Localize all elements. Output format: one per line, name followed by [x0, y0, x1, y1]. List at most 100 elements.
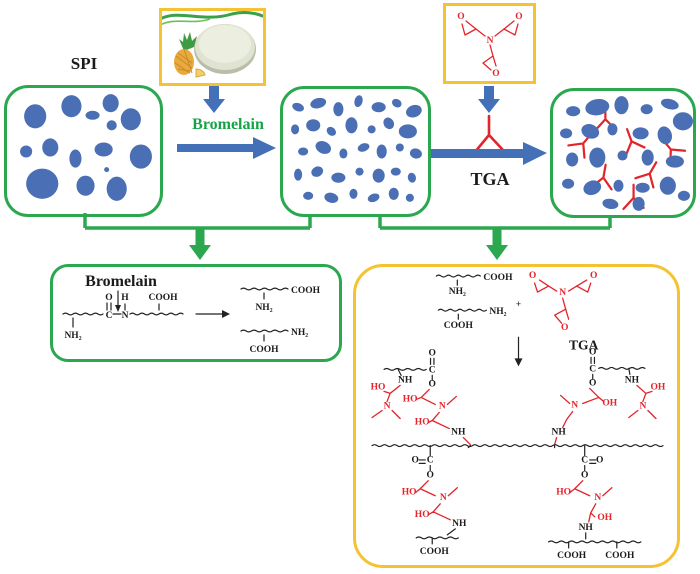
protein-particle — [376, 144, 387, 159]
bromelain-photo-box — [159, 8, 266, 86]
protein-particle — [349, 188, 358, 199]
svg-text:O: O — [427, 471, 434, 481]
svg-text:COOH: COOH — [557, 551, 587, 561]
right-arrow-icon — [431, 142, 547, 165]
crosslinked-particle-box — [550, 88, 696, 218]
protein-particle — [306, 119, 321, 132]
svg-text:+: + — [516, 300, 521, 310]
connector-lines — [83, 213, 612, 260]
protein-particle — [641, 149, 654, 166]
svg-text:O: O — [590, 271, 597, 281]
svg-text:N: N — [571, 400, 578, 410]
hydrolyzed-particles-icon — [291, 95, 422, 204]
protein-particle — [292, 102, 304, 112]
svg-text:O: O — [429, 348, 436, 358]
protein-particle — [409, 148, 422, 159]
protein-particle — [566, 106, 581, 117]
protein-particle — [617, 150, 628, 161]
spi-label: SPI — [70, 54, 98, 73]
protein-particle — [324, 192, 339, 204]
protein-particle — [367, 125, 376, 134]
crosslinked-particles-icon — [560, 96, 693, 211]
protein-particle — [585, 98, 610, 116]
protein-particle — [291, 124, 300, 135]
svg-text:NH: NH — [398, 375, 413, 385]
protein-particle — [298, 147, 309, 156]
svg-text:COOH: COOH — [483, 273, 513, 283]
pineapple-powder-icon — [162, 11, 263, 78]
svg-text:N: N — [487, 36, 494, 46]
svg-text:NH: NH — [625, 375, 640, 385]
protein-particle — [42, 138, 59, 157]
svg-text:O: O — [596, 456, 603, 466]
protein-particle — [665, 155, 684, 168]
protein-particle — [407, 172, 416, 183]
protein-particle — [395, 143, 404, 152]
protein-particle — [24, 104, 47, 129]
svg-text:O: O — [515, 12, 522, 22]
svg-text:HO: HO — [402, 488, 417, 498]
protein-particle — [294, 168, 303, 181]
svg-text:HO: HO — [371, 382, 386, 392]
protein-particle — [398, 124, 417, 139]
down-arrow-icon — [203, 86, 225, 113]
svg-text:COOH: COOH — [249, 345, 279, 355]
bromelain-arrow-label: Bromelain — [192, 116, 264, 133]
svg-text:O: O — [429, 379, 436, 389]
hydrolyzed-particle-box — [280, 86, 431, 217]
svg-text:C: C — [589, 364, 596, 374]
tga-molecule-box: N O O O — [443, 3, 536, 84]
spi-particles-icon — [20, 94, 152, 201]
protein-particle — [614, 96, 629, 115]
svg-text:COOH: COOH — [148, 293, 178, 303]
svg-text:C: C — [429, 365, 436, 375]
protein-particle — [657, 126, 673, 145]
svg-text:C: C — [427, 456, 434, 466]
svg-text:N: N — [594, 493, 601, 503]
tga-molecule-icon: N O O O — [457, 12, 522, 79]
tga-reaction-scheme: COOH NH₂ NH₂ COOH + N O O O TGA — [371, 271, 666, 561]
protein-particle — [390, 167, 401, 176]
svg-text:HO: HO — [415, 510, 430, 520]
protein-particle — [345, 117, 358, 134]
protein-particle — [405, 193, 414, 202]
svg-text:N: N — [440, 493, 447, 503]
protein-particle — [602, 198, 619, 210]
svg-text:NH: NH — [551, 428, 566, 438]
svg-text:NH: NH — [451, 428, 466, 438]
svg-text:OH: OH — [651, 382, 666, 392]
svg-text:O: O — [105, 293, 112, 303]
protein-particle — [367, 193, 380, 203]
svg-text:COOH: COOH — [291, 286, 321, 296]
protein-particle — [61, 95, 82, 118]
svg-text:OH: OH — [597, 513, 612, 523]
down-arrow-icon — [478, 86, 500, 113]
svg-text:HO: HO — [415, 418, 430, 428]
svg-text:HO: HO — [556, 488, 571, 498]
protein-particle — [388, 187, 399, 200]
protein-particle — [311, 166, 324, 177]
svg-text:N: N — [439, 401, 446, 411]
bromelain-reaction-scheme: Bromelain NH₂ C O N H COOH COOH NH₂ — [62, 273, 321, 355]
svg-text:NH: NH — [579, 523, 594, 533]
protein-particle — [383, 117, 395, 130]
protein-particle — [76, 175, 95, 196]
svg-text:O: O — [581, 471, 588, 481]
tga-arrow-label: TGA — [470, 169, 510, 189]
protein-particle — [607, 123, 618, 136]
protein-particle — [635, 182, 650, 193]
protein-particle — [560, 128, 573, 139]
protein-particle — [326, 126, 336, 136]
protein-particle — [391, 98, 402, 108]
tga-box-title: TGA — [569, 337, 599, 352]
protein-particle — [371, 102, 386, 113]
protein-particle — [660, 98, 679, 110]
protein-particle — [120, 108, 141, 131]
svg-text:O: O — [529, 271, 536, 281]
protein-particle — [566, 152, 579, 167]
protein-particle — [94, 142, 113, 157]
protein-particle — [310, 97, 327, 109]
svg-text:O: O — [561, 323, 568, 333]
protein-particle — [85, 110, 100, 120]
